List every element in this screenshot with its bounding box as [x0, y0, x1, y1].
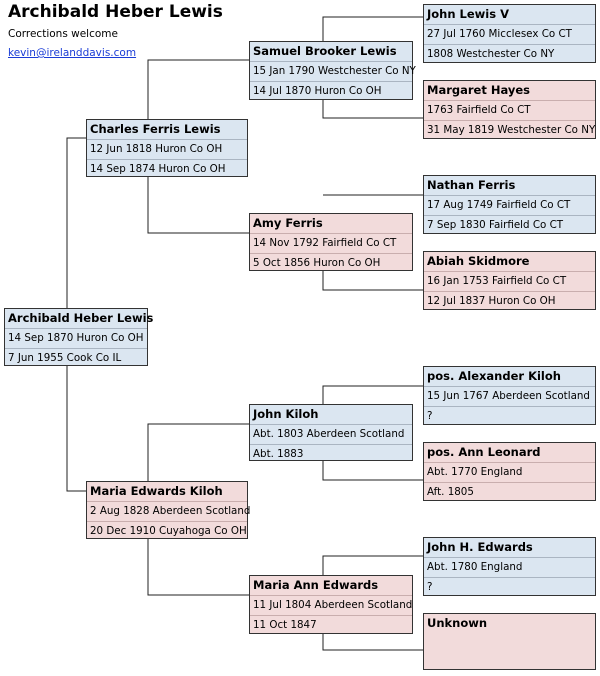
person-box-john-lewis-v[interactable]: John Lewis V 27 Jul 1760 Micclesex Co CT…: [423, 4, 596, 63]
connector-p6: [322, 385, 423, 481]
person-name: Nathan Ferris: [424, 176, 595, 196]
person-birth: 16 Jan 1753 Fairfield Co CT: [424, 272, 595, 292]
person-name: pos. Alexander Kiloh: [424, 367, 595, 387]
person-box-charles-ferris-lewis[interactable]: Charles Ferris Lewis 12 Jun 1818 Huron C…: [86, 119, 248, 177]
connector-p1: [66, 137, 86, 492]
person-name: Maria Ann Edwards: [250, 576, 412, 596]
person-death: [424, 654, 595, 674]
person-box-nathan-ferris[interactable]: Nathan Ferris 17 Aug 1749 Fairfield Co C…: [423, 175, 596, 234]
person-birth: 15 Jan 1790 Westchester Co NY: [250, 62, 416, 82]
person-birth: Abt. 1803 Aberdeen Scotland: [250, 425, 412, 445]
person-birth: 15 Jun 1767 Aberdeen Scotland: [424, 387, 595, 407]
person-birth: 14 Sep 1870 Huron Co OH: [5, 329, 147, 349]
person-name: Margaret Hayes: [424, 81, 595, 101]
person-birth: 14 Nov 1792 Fairfield Co CT: [250, 234, 412, 254]
person-name: Archibald Heber Lewis: [5, 309, 153, 329]
page-subtitle: Corrections welcome: [8, 28, 118, 40]
connector-p5: [322, 194, 423, 291]
person-box-maria-ann-edwards[interactable]: Maria Ann Edwards 11 Jul 1804 Aberdeen S…: [249, 575, 413, 634]
email-link[interactable]: kevin@irelanddavis.com: [8, 47, 137, 59]
person-death: 11 Oct 1847: [253, 619, 317, 631]
person-name: Amy Ferris: [250, 214, 412, 234]
person-box-john-kiloh[interactable]: John Kiloh Abt. 1803 Aberdeen Scotland A…: [249, 404, 413, 461]
person-death: ?: [427, 581, 433, 593]
person-name: John H. Edwards: [424, 538, 595, 558]
person-death: 14 Jul 1870 Huron Co OH: [253, 85, 382, 97]
person-death: 7 Jun 1955 Cook Co IL: [8, 352, 122, 364]
person-birth: 1763 Fairfield Co CT: [424, 101, 595, 121]
person-box-pos-ann-leonard[interactable]: pos. Ann Leonard Abt. 1770 England Aft. …: [423, 442, 596, 501]
person-birth: [424, 634, 595, 654]
person-death: ?: [427, 410, 433, 422]
person-birth: Abt. 1770 England: [424, 463, 595, 483]
person-birth: Abt. 1780 England: [424, 558, 595, 578]
person-box-abiah-skidmore[interactable]: Abiah Skidmore 16 Jan 1753 Fairfield Co …: [423, 251, 596, 310]
person-name: John Lewis V: [424, 5, 595, 25]
person-name: John Kiloh: [250, 405, 412, 425]
person-box-archibald-heber-lewis[interactable]: Archibald Heber Lewis 14 Sep 1870 Huron …: [4, 308, 153, 366]
person-name: pos. Ann Leonard: [424, 443, 595, 463]
person-box-amy-ferris[interactable]: Amy Ferris 14 Nov 1792 Fairfield Co CT 5…: [249, 213, 413, 271]
person-death: 31 May 1819 Westchester Co NY: [427, 124, 596, 136]
person-death: 5 Oct 1856 Huron Co OH: [253, 257, 381, 269]
person-box-unknown[interactable]: Unknown: [423, 613, 596, 670]
person-birth: 27 Jul 1760 Micclesex Co CT: [424, 25, 595, 45]
person-box-john-h-edwards[interactable]: John H. Edwards Abt. 1780 England ?: [423, 537, 596, 596]
person-death: 7 Sep 1830 Fairfield Co CT: [427, 219, 564, 231]
person-birth: 17 Aug 1749 Fairfield Co CT: [424, 196, 595, 216]
person-box-pos-alexander-kiloh[interactable]: pos. Alexander Kiloh 15 Jun 1767 Aberdee…: [423, 366, 596, 425]
person-name: Unknown: [427, 616, 488, 630]
person-death: Aft. 1805: [427, 486, 474, 498]
person-death: 1808 Westchester Co NY: [427, 48, 555, 60]
person-death: 14 Sep 1874 Huron Co OH: [90, 163, 226, 175]
person-birth: 2 Aug 1828 Aberdeen Scotland: [87, 502, 250, 522]
person-name: Maria Edwards Kiloh: [87, 482, 247, 502]
person-box-margaret-hayes[interactable]: Margaret Hayes 1763 Fairfield Co CT 31 M…: [423, 80, 596, 139]
connector-p7: [322, 555, 423, 651]
person-name: Samuel Brooker Lewis: [250, 42, 412, 62]
person-name: Abiah Skidmore: [424, 252, 595, 272]
person-death: 20 Dec 1910 Cuyahoga Co OH: [90, 525, 247, 537]
person-death: 12 Jul 1837 Huron Co OH: [427, 295, 556, 307]
person-death: Abt. 1883: [253, 448, 304, 460]
person-birth: 11 Jul 1804 Aberdeen Scotland: [250, 596, 412, 616]
person-name: Charles Ferris Lewis: [87, 120, 247, 140]
person-box-samuel-brooker-lewis[interactable]: Samuel Brooker Lewis 15 Jan 1790 Westche…: [249, 41, 416, 100]
person-birth: 12 Jun 1818 Huron Co OH: [87, 140, 247, 160]
person-box-maria-edwards-kiloh[interactable]: Maria Edwards Kiloh 2 Aug 1828 Aberdeen …: [86, 481, 250, 539]
page-title: Archibald Heber Lewis: [8, 2, 223, 22]
